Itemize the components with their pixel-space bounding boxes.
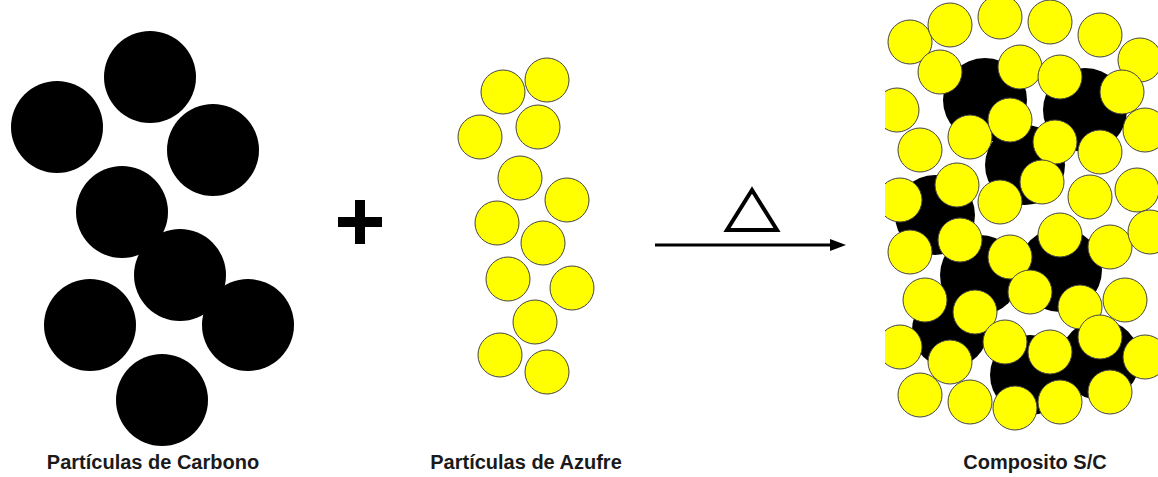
composite (885, 0, 1158, 430)
reaction-arrow (655, 190, 846, 251)
carbon-particles (11, 31, 294, 446)
sulfur-particles (458, 58, 594, 394)
caption-label: Partículas de Azufre (430, 450, 622, 474)
caption-label: Composito S/C (963, 450, 1106, 474)
plus-sign (338, 200, 382, 244)
caption-label: Partículas de Carbono (47, 450, 259, 474)
